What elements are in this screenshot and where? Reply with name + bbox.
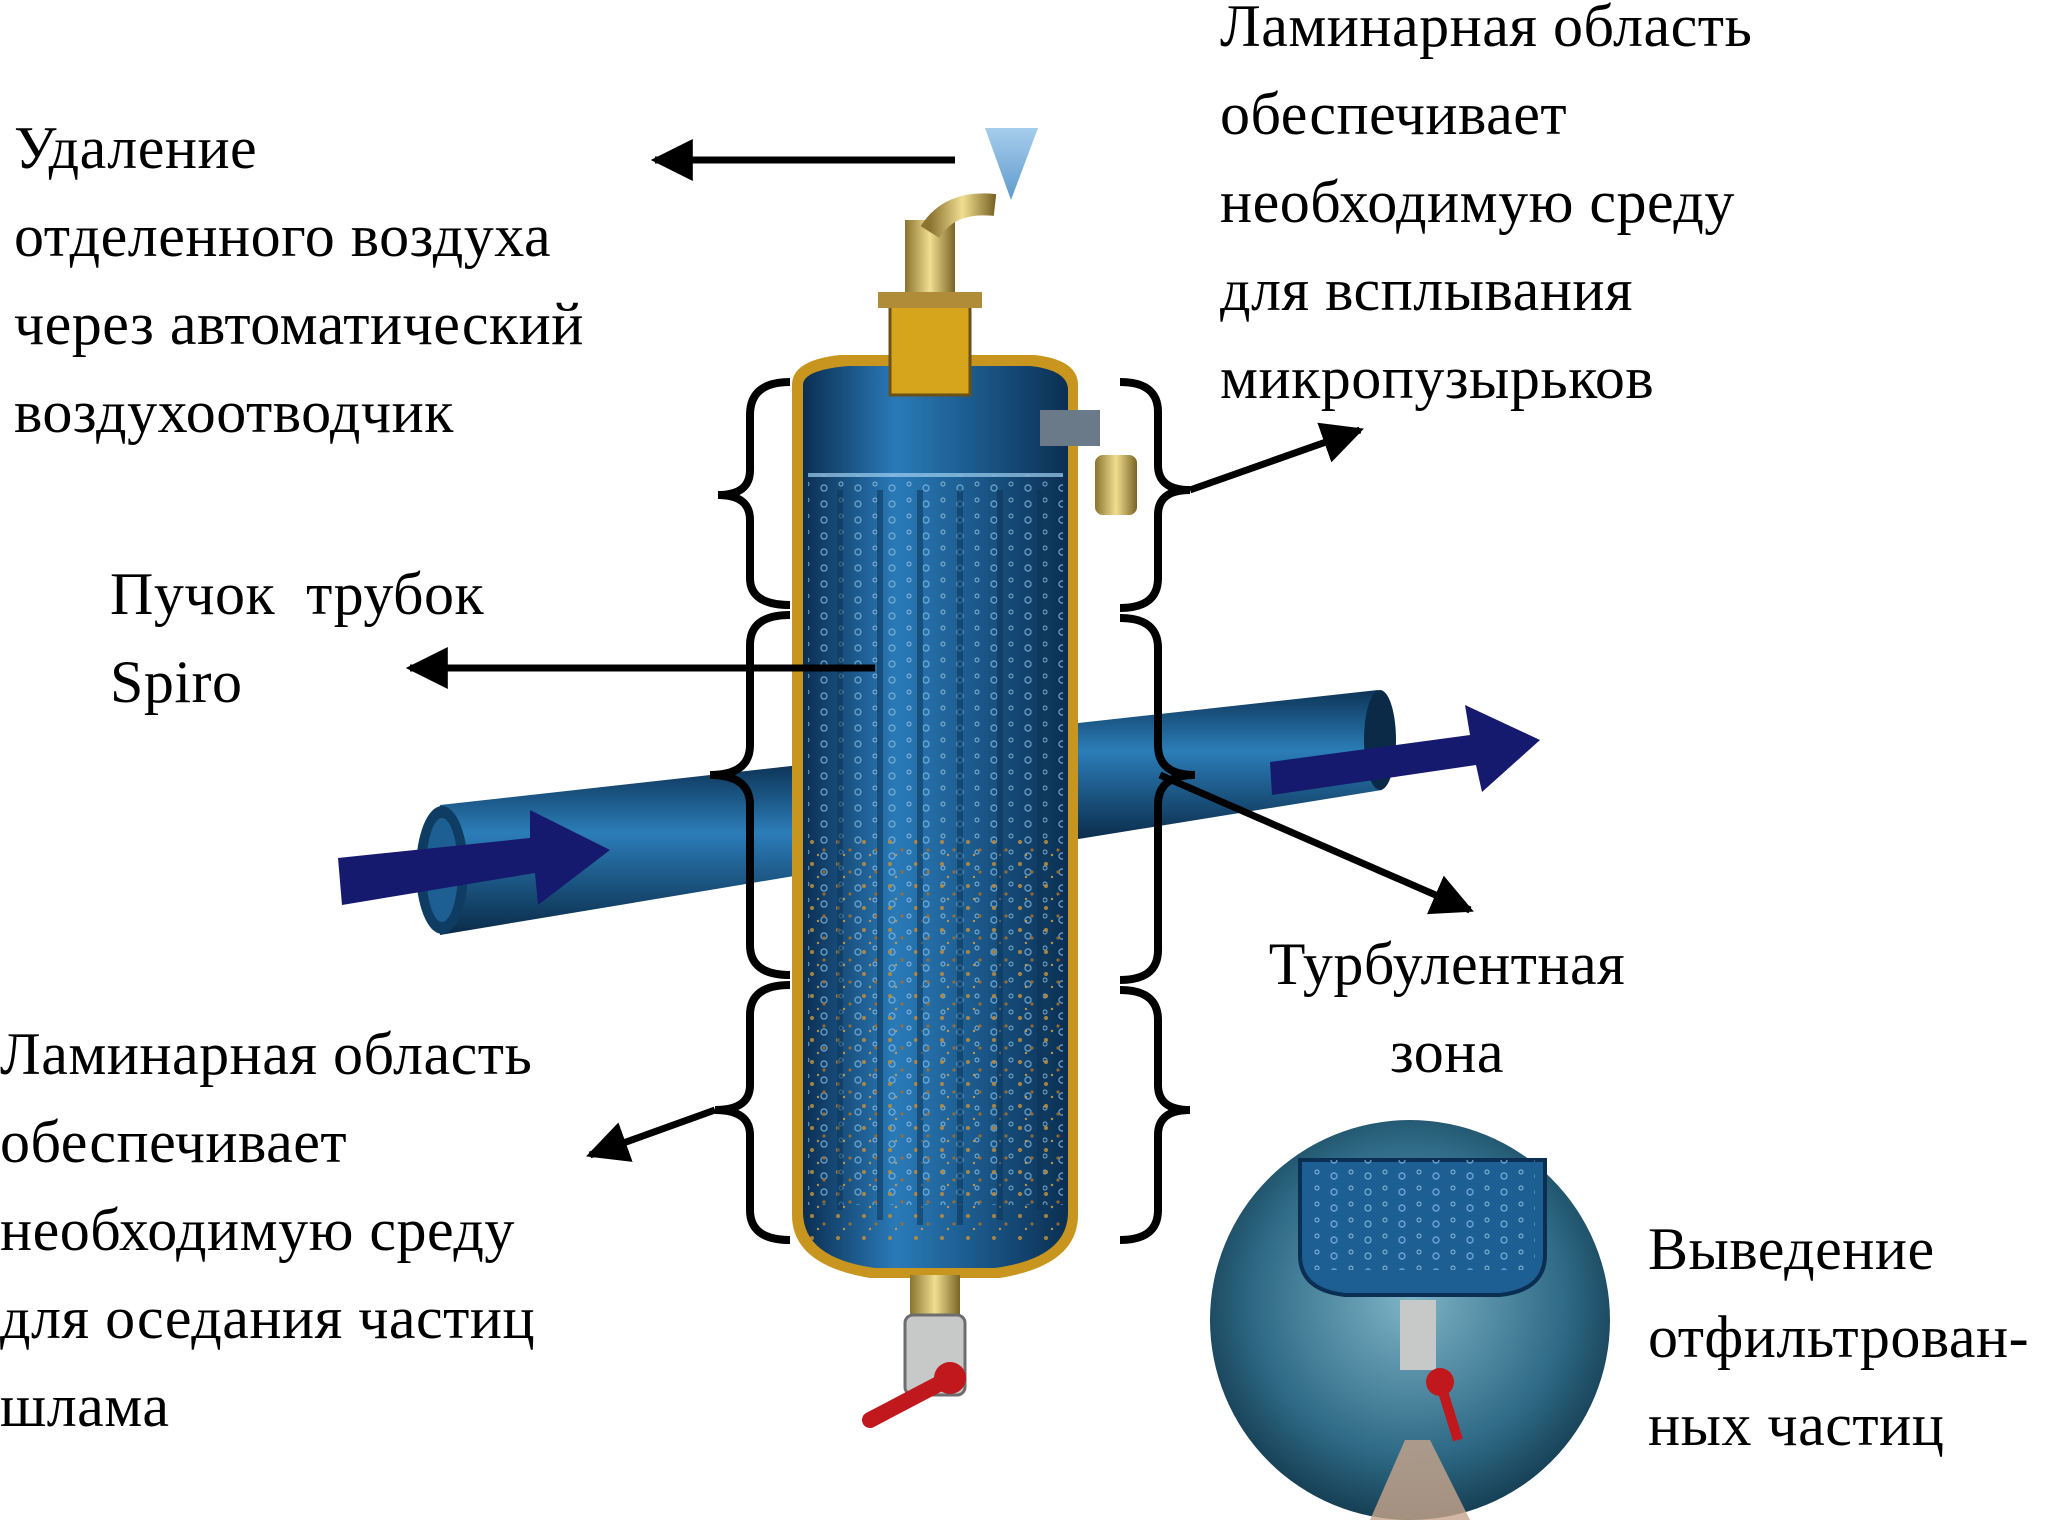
flow-arrow-icon [338,705,1540,905]
side-valve [1040,410,1137,515]
particle-discharge-label: Выведение отфильтрован- ных частиц [1648,1216,2030,1458]
laminar-bottom-label: Ламинарная область обеспечивает необходи… [0,1021,536,1439]
turbulent-zone-label: Турбулентная зона [1268,931,1626,1085]
arrow-turbulent [1158,771,1474,915]
drain-valve-icon [862,1275,967,1428]
air-removal-label: Удаление отделенного воздуха через автом… [14,115,584,445]
arrow-laminar-top [1188,422,1364,494]
spiro-bundle-label: Пучок трубок Spiro [110,561,485,715]
laminar-top-label: Ламинарная область обеспечивает необходи… [1220,0,1753,411]
arrow-laminar-bottom [586,1106,717,1162]
separator-vessel [792,355,1078,1278]
air-vent-icon [878,128,1038,397]
discharge-inset [1210,1120,1610,1520]
pointer-arrows [405,139,1474,1162]
